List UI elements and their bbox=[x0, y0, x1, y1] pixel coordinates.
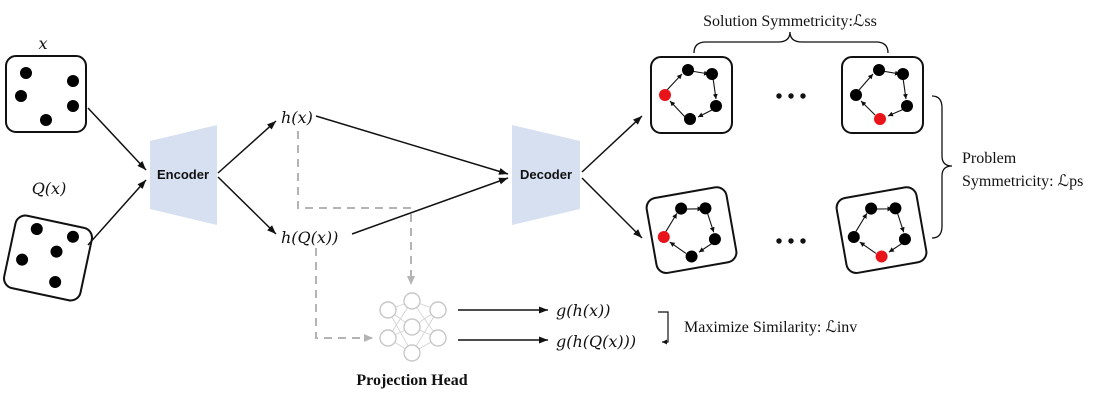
projection-node bbox=[403, 318, 421, 336]
qx-label: Q(x) bbox=[32, 179, 67, 198]
arrow-qx-to-encoder bbox=[87, 179, 147, 246]
node bbox=[67, 75, 79, 87]
node bbox=[16, 253, 29, 266]
node bbox=[889, 202, 902, 215]
node bbox=[710, 100, 722, 112]
arrow-encoder-to-hqx bbox=[217, 176, 277, 235]
arrow-encoder-to-hx bbox=[217, 120, 277, 174]
input-qx-box bbox=[3, 214, 93, 302]
projection-head bbox=[379, 292, 447, 362]
node bbox=[49, 276, 62, 289]
node bbox=[699, 202, 712, 215]
node bbox=[675, 202, 688, 215]
input-x-box bbox=[5, 55, 87, 133]
node bbox=[684, 113, 696, 125]
decoder-block: Decoder bbox=[512, 125, 580, 225]
arrow-hx-to-decoder bbox=[315, 115, 509, 175]
projection-node bbox=[429, 301, 447, 319]
solution-box bbox=[645, 186, 738, 274]
problem-symmetricity-line1: Problem bbox=[962, 150, 1017, 167]
start-node bbox=[659, 89, 671, 101]
node bbox=[850, 89, 862, 101]
projection-node bbox=[429, 329, 447, 347]
projection-node bbox=[403, 344, 421, 362]
node bbox=[901, 100, 913, 112]
projection-node bbox=[379, 301, 397, 319]
start-node bbox=[874, 113, 886, 125]
problem-symmetricity-line2: Symmetricity: ℒps bbox=[962, 173, 1083, 190]
node bbox=[708, 233, 721, 246]
x-label: x bbox=[38, 34, 47, 53]
arrow-x-to-encoder bbox=[87, 107, 147, 171]
node bbox=[67, 100, 79, 112]
projection-node bbox=[403, 292, 421, 310]
decoder-label: Decoder bbox=[520, 167, 572, 182]
ellipsis-top: • • • bbox=[775, 86, 806, 108]
solution-box bbox=[841, 56, 924, 134]
solution-symmetricity-label: Solution Symmetricity:ℒss bbox=[703, 13, 877, 30]
node bbox=[20, 67, 32, 79]
encoder-block: Encoder bbox=[150, 125, 217, 225]
projection-node bbox=[379, 329, 397, 347]
solution-box bbox=[650, 56, 733, 134]
solution-box bbox=[835, 186, 928, 274]
arrow-decoder-to-top bbox=[581, 115, 643, 173]
similarity-bracket bbox=[658, 311, 669, 345]
hx-label: h(x) bbox=[281, 108, 313, 127]
arrow-decoder-to-bottom bbox=[581, 177, 643, 239]
node bbox=[50, 245, 63, 258]
node bbox=[685, 250, 698, 263]
encoder-label: Encoder bbox=[157, 167, 209, 182]
node bbox=[898, 233, 911, 246]
node bbox=[682, 64, 694, 76]
projection-head-label: Projection Head bbox=[356, 372, 467, 389]
start-node bbox=[875, 250, 888, 263]
hqx-label: h(Q(x)) bbox=[281, 228, 338, 247]
node bbox=[40, 114, 52, 126]
solution-brace bbox=[693, 31, 889, 54]
ghx-label: g(h(x)) bbox=[556, 301, 611, 320]
ellipsis-bottom: • • • bbox=[775, 231, 806, 253]
node bbox=[865, 202, 878, 215]
node bbox=[706, 68, 718, 80]
node bbox=[15, 90, 27, 102]
node bbox=[847, 231, 860, 244]
problem-brace bbox=[931, 95, 953, 239]
dashed-paths bbox=[297, 131, 415, 342]
ghqx-label: g(h(Q(x))) bbox=[556, 332, 636, 351]
arrow-hqx-to-decoder bbox=[351, 177, 509, 235]
start-node bbox=[657, 231, 670, 244]
node bbox=[30, 223, 43, 236]
node bbox=[66, 230, 79, 243]
node bbox=[897, 68, 909, 80]
node bbox=[873, 64, 885, 76]
maximize-similarity-label: Maximize Similarity: ℒinv bbox=[684, 319, 857, 336]
